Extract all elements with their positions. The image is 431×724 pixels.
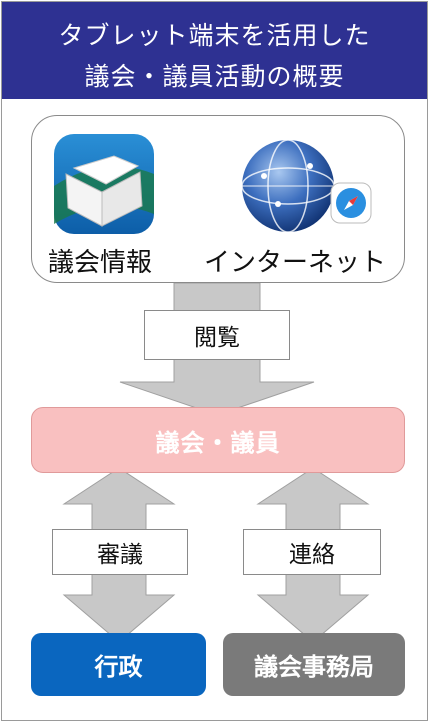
compass-browser-icon[interactable] (330, 182, 372, 224)
flow-arrows (62, 282, 370, 643)
council-info-app-icon[interactable] (54, 134, 154, 234)
council-info-label: 議会情報 (48, 248, 153, 278)
council-secretariat-box: 議会事務局 (223, 633, 405, 696)
title-line-1: タブレット端末を活用した (58, 21, 371, 50)
contact-label-box: 連絡 (243, 529, 381, 575)
internet-label: インターネット (204, 248, 387, 278)
globe-icon[interactable] (238, 136, 348, 236)
title-banner: タブレット端末を活用した 議会・議員活動の概要 (2, 2, 427, 99)
information-sources-panel: 議会情報 インターネット (31, 115, 405, 283)
review-label-box: 審議 (52, 529, 188, 575)
browse-label-box: 閲覧 (144, 310, 290, 360)
government-box: 行政 (31, 633, 206, 696)
title-line-2: 議会・議員活動の概要 (84, 62, 345, 91)
council-members-box: 議会・議員 (31, 407, 405, 473)
